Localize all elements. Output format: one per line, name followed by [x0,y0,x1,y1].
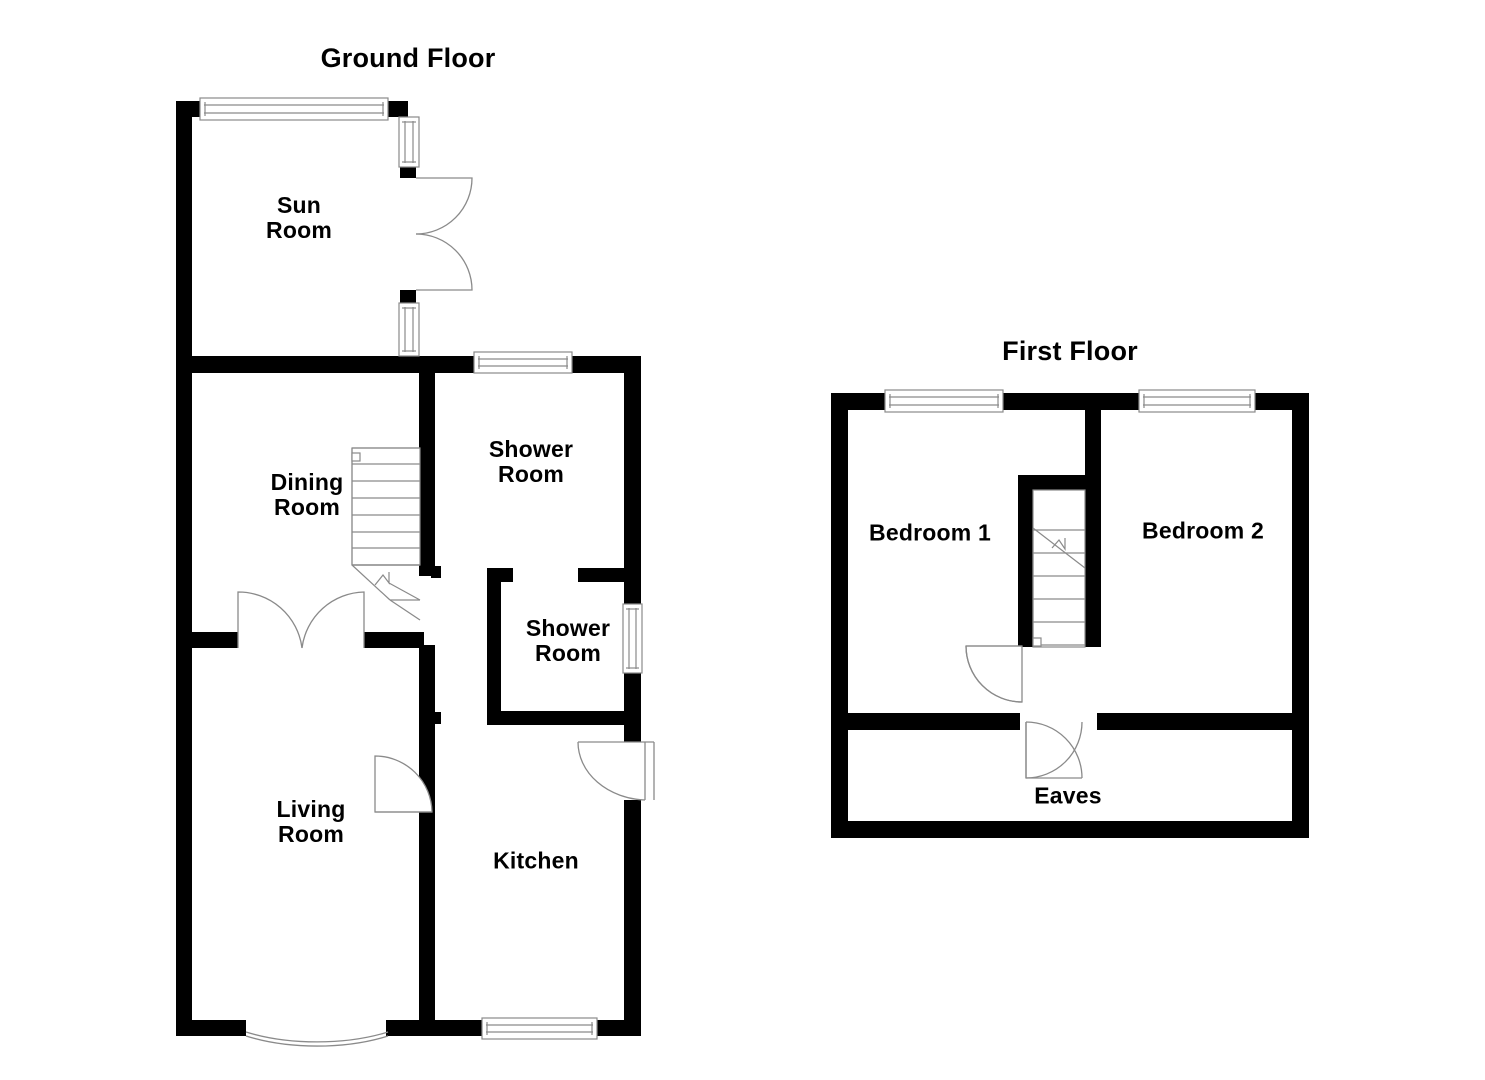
first-floor-plan [831,389,1309,838]
room-label-kitchen: Kitchen [493,847,579,874]
ground-floor-walls [176,101,641,1036]
living-room-bay-window [245,1031,389,1047]
room-label-bedroom-2: Bedroom 2 [1142,517,1264,544]
room-label-dining-room: Dining Room [270,469,344,520]
kitchen-external-door [577,741,655,801]
sun-room-window-north [199,97,389,121]
sun-room-double-door [415,177,473,291]
room-label-sun-room: Sun Room [266,192,332,243]
ground-floor-staircase [351,447,421,621]
first-floor-windows [884,389,1256,413]
first-floor-walls [831,393,1309,838]
sun-room-sidelight-lower [398,302,420,357]
ground-floor-doors [237,177,655,1047]
dining-living-double-door [237,591,365,649]
kitchen-window-south [481,1017,598,1040]
landing-door-eaves [1025,721,1083,779]
room-label-living-room: Living Room [276,796,346,847]
ground-floor-title: Ground Floor [320,43,496,73]
room-label-eaves: Eaves [1034,782,1102,809]
first-floor-doors [965,645,1083,779]
room-label-bedroom-1: Bedroom 1 [869,519,991,546]
bedroom-2-window [1138,389,1256,413]
first-floor-staircase [1032,489,1086,648]
landing-door-bedroom-1 [965,645,1023,703]
ground-floor-windows [199,97,643,1040]
sun-room-sidelight-upper [398,116,420,168]
first-floor-title: First Floor [1002,336,1138,366]
shower-room-2-window [622,603,643,674]
living-room-door [374,755,433,813]
ground-floor-plan [176,97,655,1047]
room-label-shower-room-1: Shower Room [488,436,574,487]
shower-room-1-window [473,351,573,374]
room-label-shower-room-2: Shower Room [525,615,611,666]
bedroom-1-window [884,389,1004,413]
